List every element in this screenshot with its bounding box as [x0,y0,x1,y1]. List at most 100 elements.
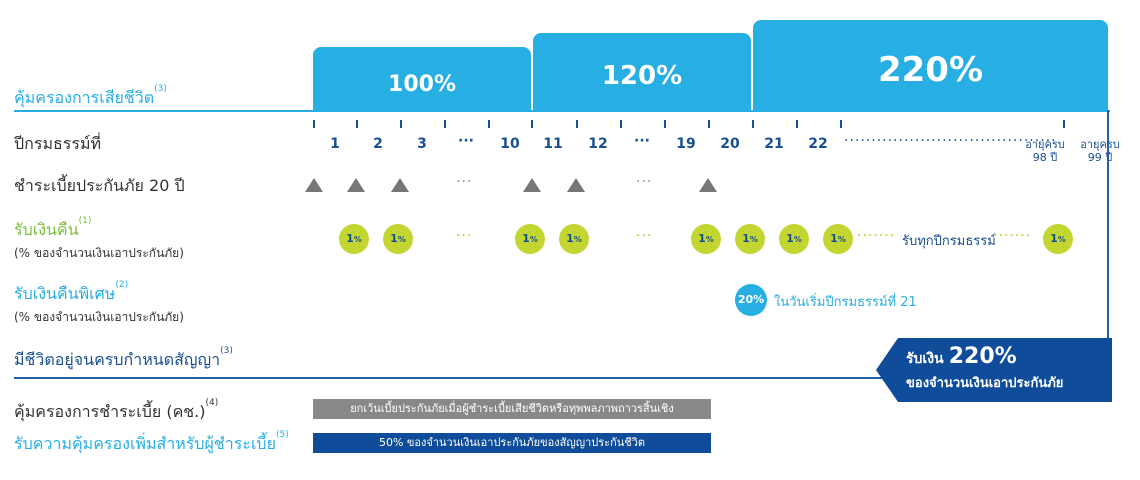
cashback-label: รับเงินคืน(1) [14,216,92,243]
year-dotted-leader: ······································· [844,133,1057,149]
coin-value: 1 [346,232,354,245]
tick [796,120,798,128]
tick [444,120,446,128]
coin-pct: % [529,235,538,244]
tick [752,120,754,128]
maturity-prefix: รับเงิน [906,351,944,367]
coin-pct: % [705,235,714,244]
special-cashback-label-text: รับเงินคืนพิเศษ [14,284,116,303]
coin-value: 1 [390,232,398,245]
cashback-leader-1: ······· [857,228,896,244]
cashback-coin: 1% [779,224,809,254]
waiver-label-text: คุ้มครองการชำระเบี้ย (คช.) [14,402,206,421]
year-21: 21 [764,136,784,152]
premium-dots-2: ··· [636,174,653,190]
year-ellipsis-1: ··· [458,133,474,149]
premium-triangle-icon [699,178,717,192]
payer-benefit-label-text: รับความคุ้มครองเพิ่มสำหรับผู้ชำระเบี้ย [14,434,276,453]
year-ellipsis-2: ··· [634,133,650,149]
cashback-dots-2: ··· [636,228,653,244]
cashback-dots-1: ··· [456,228,473,244]
year-12: 12 [588,136,608,152]
tick [356,120,358,128]
cashback-coin: 1% [735,224,765,254]
premium-triangle-icon [347,178,365,192]
year-19: 19 [676,136,696,152]
premium-triangle-icon [567,178,585,192]
age-99-line2: 99 ปี [1087,151,1113,164]
coin-pct: % [793,235,802,244]
coin-value: 1 [830,232,838,245]
cashback-coin: 1% [691,224,721,254]
tick [1063,120,1065,128]
coverage-pct-220: 220% [877,50,984,90]
cashback-every-year-text: รับทุกปีกรมธรรม์ [902,234,996,249]
cashback-sublabel: (% ของจำนวนเงินเอาประกันภัย) [14,246,184,260]
premium-dots-1: ··· [456,174,473,190]
tick [400,120,402,128]
cashback-leader-2: ······· [993,228,1032,244]
tick [840,120,842,128]
payer-benefit-bar: 50% ของจำนวนเงินเอาประกันภัยของสัญญาประก… [313,433,711,453]
coverage-box-220: 220% [753,20,1108,111]
coverage-label-text: คุ้มครองการเสียชีวิต [14,88,155,107]
year-10: 10 [500,136,520,152]
premium-triangle-icon [305,178,323,192]
cashback-coin: 1% [339,224,369,254]
maturity-label: มีชีวิตอยู่จนครบกำหนดสัญญา(3) [14,346,233,373]
special-cashback-text: ในวันเริ่มปีกรมธรรม์ที่ 21 [774,295,917,310]
coin-pct: % [397,235,406,244]
coverage-underline [14,110,1110,112]
maturity-amount: 220% [948,344,1017,369]
age-98: อายุครบ 98 ปี [1020,138,1070,164]
maturity-label-text: มีชีวิตอยู่จนครบกำหนดสัญญา [14,350,221,369]
year-11: 11 [543,136,563,152]
tick [313,120,315,128]
special-cashback-note: (2) [115,280,129,290]
maturity-arrow-box [876,338,1112,402]
year-3: 3 [417,136,427,152]
year-1: 1 [330,136,340,152]
cashback-coin: 1% [1043,224,1073,254]
tick [488,120,490,128]
coin-pct: % [749,235,758,244]
tick [576,120,578,128]
maturity-connector [1107,110,1109,340]
cashback-note: (1) [78,216,92,226]
premium-triangle-icon [523,178,541,192]
coin-pct: % [837,235,846,244]
coin-value: 1 [522,232,530,245]
coin-value: 1 [566,232,574,245]
year-20: 20 [720,136,740,152]
special-cashback-sublabel: (% ของจำนวนเงินเอาประกันภัย) [14,310,184,324]
cashback-coin: 1% [383,224,413,254]
payer-benefit-note: (5) [275,430,289,440]
coverage-box-100: 100% [313,47,531,111]
year-2: 2 [373,136,383,152]
waiver-bar: ยกเว้นเบี้ยประกันภัยเมื่อผู้ชำระเบี้ยเสี… [313,399,711,419]
maturity-note: (3) [220,346,233,356]
coverage-note: (3) [154,84,167,94]
tick [664,120,666,128]
age-99: อายุครบ 99 ปี [1075,138,1125,164]
special-cashback-label: รับเงินคืนพิเศษ(2) [14,280,129,307]
cashback-coin: 1% [823,224,853,254]
payer-benefit-label: รับความคุ้มครองเพิ่มสำหรับผู้ชำระเบี้ย(5… [14,430,289,457]
coin-value: 1 [742,232,750,245]
tick [708,120,710,128]
coverage-box-120: 120% [533,33,751,111]
premium-label: ชำระเบี้ยประกันภัย 20 ปี [14,176,185,195]
coin-pct: % [573,235,582,244]
year-22: 22 [808,136,828,152]
special-cashback-badge: 20% [735,284,767,316]
cashback-coin: 1% [515,224,545,254]
age-98-line1: อายุครบ [1025,138,1065,151]
maturity-suffix: ของจำนวนเงินเอาประกันภัย [906,376,1064,391]
maturity-box-text: รับเงิน 220% ของจำนวนเงินเอาประกันภัย [906,344,1106,393]
age-99-line1: อายุครบ [1080,138,1120,151]
premium-triangle-icon [391,178,409,192]
coin-value: 1 [786,232,794,245]
cashback-coin: 1% [559,224,589,254]
tick [531,120,533,128]
coin-value: 1 [1050,232,1058,245]
